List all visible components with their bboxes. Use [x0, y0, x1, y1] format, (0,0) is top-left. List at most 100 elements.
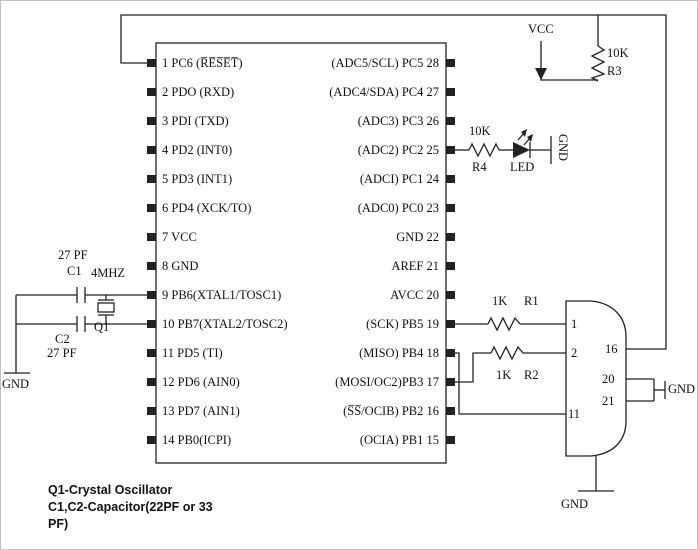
c1-value-label: 27 PF	[58, 248, 88, 262]
ic-pin-label-left-11: 11 PD5 (TI)	[162, 346, 223, 360]
ic-pin-stub	[446, 88, 455, 96]
r1-value-label: 1K	[492, 294, 508, 308]
r1-ref-label: R1	[524, 294, 539, 308]
wires-group	[4, 14, 667, 492]
note-line-2: C1,C2-Capacitor(22PF or 33	[48, 500, 213, 514]
ic-pin-label-right-9: AVCC 20	[390, 288, 439, 302]
ic-pin-stub	[446, 117, 455, 125]
miso-wire	[455, 352, 566, 415]
led-arrowhead	[527, 134, 533, 142]
ic-pin-label-right-6: (ADC0) PC0 23	[357, 201, 439, 215]
ic-pin-stub	[147, 262, 156, 270]
ic-pin-label-right-8: AREF 21	[391, 259, 439, 273]
led-label: LED	[510, 160, 535, 174]
ic-pin-stub	[147, 233, 156, 241]
ic-pin-stub	[446, 262, 455, 270]
ic-pin-stub	[147, 59, 156, 67]
ic-pin-label-right-7: GND 22	[396, 230, 439, 244]
resistor-r3-symbol	[590, 45, 606, 82]
ic-pin-label-right-1: (ADC5/SCL) PC5 28	[331, 56, 439, 70]
r3-value-label: 10K	[607, 46, 629, 60]
ic-pin-stub	[446, 175, 455, 183]
ic-pin-stub	[147, 146, 156, 154]
ic-pin-label-left-6: 6 PD4 (XCK/TO)	[162, 201, 252, 215]
ic-pin-label-right-12: (MOSI/OC2)PB3 17	[335, 375, 439, 389]
ic-pin-stub	[147, 117, 156, 125]
ic-body	[155, 42, 447, 464]
ic-pin-label-left-3: 3 PDI (TXD)	[162, 114, 229, 128]
connector-pin-11-label: 11	[568, 407, 581, 421]
mosi-wire	[455, 352, 491, 383]
ic-pin-label-left-2: 2 PDO (RXD)	[162, 85, 235, 99]
ic-pin-label-left-9: 9 PB6(XTAL1/TOSC1)	[162, 288, 282, 302]
c2-value-label: 27 PF	[47, 346, 77, 360]
ic-pin-label-left-1: 1 PC6 (R̅E̅S̅E̅T̅)	[162, 56, 243, 70]
ic-pin-label-left-8: 8 GND	[162, 259, 199, 273]
r4-ref-label: R4	[472, 160, 487, 174]
r2-ref-label: R2	[524, 368, 539, 382]
gnd-right-label: GND	[668, 382, 696, 396]
ic-pin-stub	[147, 349, 156, 357]
ic-pin-label-left-10: 10 PB7(XTAL2/TOSC2)	[162, 317, 288, 331]
resistor-r4-symbol	[468, 142, 500, 158]
filled-symbols-group	[147, 59, 547, 444]
ic-pin-label-right-4: (ADC2) PC2 25	[357, 143, 439, 157]
led-arrowhead	[521, 129, 527, 137]
vcc-wire	[540, 41, 598, 81]
ic-pin-stub	[446, 349, 455, 357]
ic-pin-stub	[147, 204, 156, 212]
resistor-r2-symbol	[490, 345, 524, 361]
gnd-left-label: GND	[2, 377, 30, 391]
ic-pin-stub	[446, 320, 455, 328]
r4-value-label: 10K	[469, 124, 491, 138]
ic-pin-stub	[147, 175, 156, 183]
ic-pin-stub	[147, 88, 156, 96]
ic-pin-label-left-5: 5 PD3 (INT1)	[162, 172, 233, 186]
ic-pin-label-right-14: (OCIA) PB1 15	[359, 433, 439, 447]
crystal-ref-label: Q1	[94, 320, 110, 334]
ic-pin-label-left-13: 13 PD7 (AIN1)	[162, 404, 240, 418]
ic-pin-stub	[446, 378, 455, 386]
vcc-label: VCC	[528, 22, 554, 36]
ic-pin-stub	[147, 407, 156, 415]
ic-pin-stubs	[147, 59, 455, 444]
resistor-r1-symbol	[487, 316, 521, 332]
reset-wire	[120, 14, 667, 350]
ic-pin-stub	[446, 146, 455, 154]
ic-pin-stub	[147, 320, 156, 328]
ic-pin-label-left-7: 7 VCC	[162, 230, 197, 244]
ic-pin-label-right-5: (ADCI) PC1 24	[359, 172, 439, 186]
note-line-3: PF)	[48, 517, 69, 531]
note-line-1: Q1-Crystal Oscillator	[48, 483, 173, 497]
ic-pin-label-left-4: 4 PD2 (INT0)	[162, 143, 233, 157]
connector-pin-2-label: 2	[571, 346, 578, 360]
c2-ref-label: C2	[55, 332, 70, 346]
ic-pin-stub	[446, 204, 455, 212]
gnd-bottom-label: GND	[561, 497, 589, 511]
ic-pin-label-left-12: 12 PD6 (AIN0)	[162, 375, 240, 389]
ic-pin-label-left-14: 14 PB0(ICPI)	[162, 433, 232, 447]
c1-ref-label: C1	[67, 264, 82, 278]
led-gnd-label: GND	[556, 134, 570, 162]
ic-pin-stub	[446, 291, 455, 299]
ic-pin-label-right-11: (MISO) PB4 18	[359, 346, 439, 360]
ic-pin-stub	[147, 291, 156, 299]
connector-outline	[565, 300, 627, 457]
crystal-value-label: 4MHZ	[91, 266, 126, 280]
ic-pin-stub	[446, 407, 455, 415]
ic-pin-label-right-3: (ADC3) PC3 26	[357, 114, 439, 128]
ic-pin-stub	[446, 59, 455, 67]
led-triangle	[513, 142, 530, 158]
connector-pin-16-label: 16	[605, 342, 618, 356]
ic-pin-stub	[446, 233, 455, 241]
connector-pin-1-label: 1	[571, 317, 578, 331]
ic-pin-stub	[147, 378, 156, 386]
ic-pin-label-right-2: (ADC4/SDA) PC4 27	[329, 85, 439, 99]
ic-pin-label-right-10: (SCK) PB5 19	[366, 317, 439, 331]
r2-value-label: 1K	[496, 368, 512, 382]
vcc-arrowhead	[535, 68, 547, 80]
connector-pin-20-label: 20	[602, 372, 615, 386]
r3-ref-label: R3	[607, 64, 622, 78]
